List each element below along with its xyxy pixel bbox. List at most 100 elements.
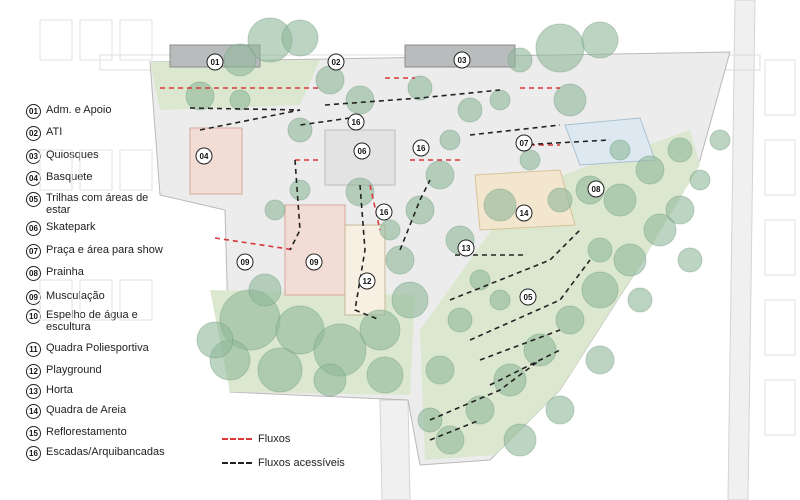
tree <box>585 345 615 375</box>
legend-label: Trilhas com áreas de estar <box>46 192 149 216</box>
plan-marker-label: 02 <box>332 58 341 67</box>
flow-legend-red-label: Fluxos <box>258 433 291 445</box>
tree <box>483 188 517 222</box>
accessible-flow-route <box>289 159 301 251</box>
lot-outline <box>79 149 113 191</box>
tree <box>315 65 345 95</box>
tree <box>447 307 473 333</box>
tree <box>264 199 286 221</box>
tree <box>489 289 511 311</box>
legend-label: Praça e área para show <box>46 244 163 256</box>
plan-marker-circle <box>457 239 475 257</box>
lot-outline <box>764 139 796 196</box>
plan-marker-label: 03 <box>458 56 467 65</box>
legend-label: Quadra de Areia <box>46 404 127 416</box>
legend-label: Quadra Poliesportiva <box>46 342 149 354</box>
tree <box>603 183 637 217</box>
black-dash-line-icon <box>222 462 252 464</box>
accessible-flow-route <box>429 359 541 421</box>
tree <box>457 97 483 123</box>
tree <box>359 309 401 351</box>
tree <box>535 23 585 73</box>
plan-marker-label: 08 <box>592 185 601 194</box>
legend-number-badge: 11 <box>26 342 41 357</box>
tree <box>581 21 619 59</box>
tree <box>667 137 693 163</box>
lawn-east <box>420 130 700 460</box>
tree <box>503 423 537 457</box>
legend-number-badge: 15 <box>26 426 41 441</box>
flow-route <box>214 237 296 251</box>
legend-label: Adm. e Apoio <box>46 104 112 116</box>
legend-label: Prainha <box>46 266 84 278</box>
legend-number-badge: 13 <box>26 384 41 399</box>
legend-item: 01 Adm. e Apoio <box>26 104 166 119</box>
plan-marker-circle <box>515 134 533 152</box>
lot-outline <box>39 149 73 191</box>
plan-marker-label: 14 <box>520 209 529 218</box>
legend-item: 14 Quadra de Areia <box>26 404 166 419</box>
flow-legend-black: Fluxos acessíveis <box>222 454 345 472</box>
plan-marker-circle <box>206 53 224 71</box>
lot-outline <box>764 299 796 356</box>
tree <box>385 245 415 275</box>
tree <box>523 333 557 367</box>
plan-marker-label: 04 <box>200 152 209 161</box>
lot-outline <box>79 19 113 61</box>
legend-number-badge: 07 <box>26 244 41 259</box>
tree <box>635 155 665 185</box>
tree <box>248 273 282 307</box>
legend-number-badge: 10 <box>26 309 41 324</box>
tree <box>665 195 695 225</box>
flow-legend-black-label: Fluxos acessíveis <box>258 457 345 469</box>
red-dash-line-icon <box>222 438 252 440</box>
accessible-flow-route <box>324 89 501 106</box>
plan-marker-label: 13 <box>462 244 471 253</box>
accessible-flow-route <box>189 107 301 131</box>
tree <box>519 149 541 171</box>
flow-legend: Fluxos Fluxos acessíveis <box>222 430 345 478</box>
legend-label: Playground <box>46 364 102 376</box>
playground <box>344 224 386 316</box>
legend-item: 13 Horta <box>26 384 166 399</box>
tree <box>391 281 429 319</box>
legend-number-badge: 16 <box>26 446 41 461</box>
plan-marker-circle <box>353 142 371 160</box>
legend-item: 07 Praça e área para show <box>26 244 166 259</box>
tree <box>643 213 677 247</box>
lot-outline <box>119 19 153 61</box>
tree <box>313 363 347 397</box>
tree <box>345 177 375 207</box>
legend-label: Horta <box>46 384 73 396</box>
plan-marker-circle <box>236 253 254 271</box>
plan-marker-circle <box>515 204 533 222</box>
tree <box>469 269 491 291</box>
tree <box>281 19 319 57</box>
tree <box>465 395 495 425</box>
tree <box>677 247 703 273</box>
legend-number-badge: 14 <box>26 404 41 419</box>
tree <box>407 75 433 101</box>
legend-label: Escadas/Arquibancadas <box>46 446 165 458</box>
tree <box>613 243 647 277</box>
tree <box>223 43 257 77</box>
legend-number-badge: 05 <box>26 192 41 207</box>
plan-marker-label: 16 <box>380 208 389 217</box>
plan-marker-circle <box>453 51 471 69</box>
tree <box>196 321 234 359</box>
legend-number-badge: 01 <box>26 104 41 119</box>
lot-outline <box>39 279 73 321</box>
tree <box>553 83 587 117</box>
street <box>379 399 411 500</box>
tree <box>507 47 533 73</box>
plan-marker-label: 06 <box>358 147 367 156</box>
accessible-flow-route <box>489 349 561 386</box>
plan-marker-circle <box>412 139 430 157</box>
plan-marker-label: 09 <box>241 258 250 267</box>
tree <box>545 395 575 425</box>
